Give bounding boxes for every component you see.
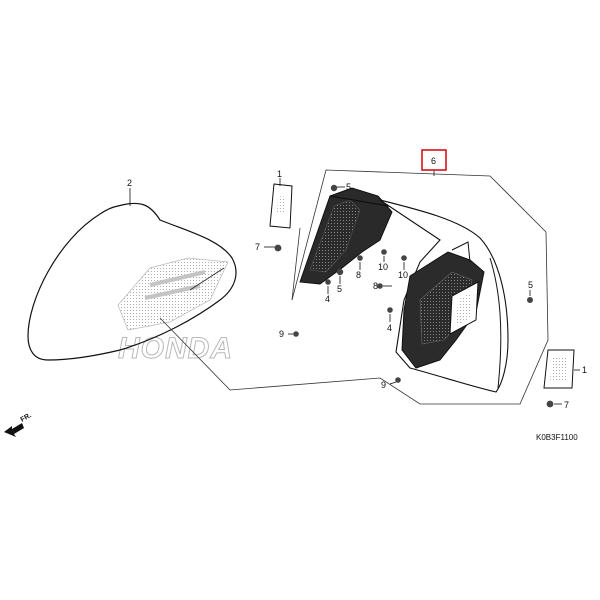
direction-label: FR. (20, 412, 33, 424)
nut-5-mid (336, 268, 344, 276)
inner-cowl (299, 187, 471, 285)
callout-8-lower: 8 (373, 281, 378, 291)
callout-4-right: 4 (387, 323, 392, 333)
figure-code: K0B3F1100 (536, 433, 578, 442)
callout-7-right: 7 (564, 400, 569, 410)
callout-10-upper: 10 (378, 262, 388, 272)
clip-4-left (325, 279, 331, 285)
assembly-6-inner-outline (291, 227, 301, 301)
screw-10-upper (381, 249, 387, 255)
callout-5-right: 5 (528, 280, 533, 290)
callout-7-left: 7 (255, 242, 260, 252)
reflector-part-1-right (543, 349, 575, 389)
bolt-9-left (293, 331, 299, 337)
reflector-part-1-left (269, 183, 293, 229)
honda-logo-watermark: HONDA (118, 257, 233, 366)
honda-wordmark: HONDA (118, 332, 233, 365)
callout-9-left: 9 (279, 329, 284, 339)
callout-labels: 1 2 7 5 5 4 8 10 10 8 4 9 9 5 7 1 6 (127, 156, 587, 410)
fasteners (274, 184, 554, 408)
bolt-7-left (274, 244, 282, 252)
bolt-7-right (546, 400, 554, 408)
callout-1-right: 1 (582, 365, 587, 375)
screw-8-lower (377, 283, 383, 289)
nut-5-top (330, 184, 338, 192)
bolt-9-right (395, 377, 401, 383)
callout-10-lower: 10 (398, 270, 408, 280)
assembly-6-outline (159, 169, 549, 405)
nut-5-right (527, 297, 533, 303)
leader-lines (129, 170, 580, 405)
screw-8-upper (357, 255, 363, 261)
part-6-highlight-box (421, 149, 447, 171)
windscreen-part-2 (27, 202, 237, 361)
callout-2: 2 (127, 178, 132, 188)
front-fairing (379, 199, 509, 393)
callout-6: 6 (431, 156, 436, 166)
clip-4-right (387, 307, 393, 313)
callout-8-upper: 8 (356, 270, 361, 280)
callout-1-left: 1 (277, 169, 282, 179)
callout-5-top: 5 (346, 182, 351, 192)
callout-4-left: 4 (325, 294, 330, 304)
fairing-reflector (449, 281, 479, 335)
callout-5-mid: 5 (337, 284, 342, 294)
screw-10-lower (401, 255, 407, 261)
front-direction-arrow: FR. (4, 412, 33, 437)
callout-9-right: 9 (381, 380, 386, 390)
